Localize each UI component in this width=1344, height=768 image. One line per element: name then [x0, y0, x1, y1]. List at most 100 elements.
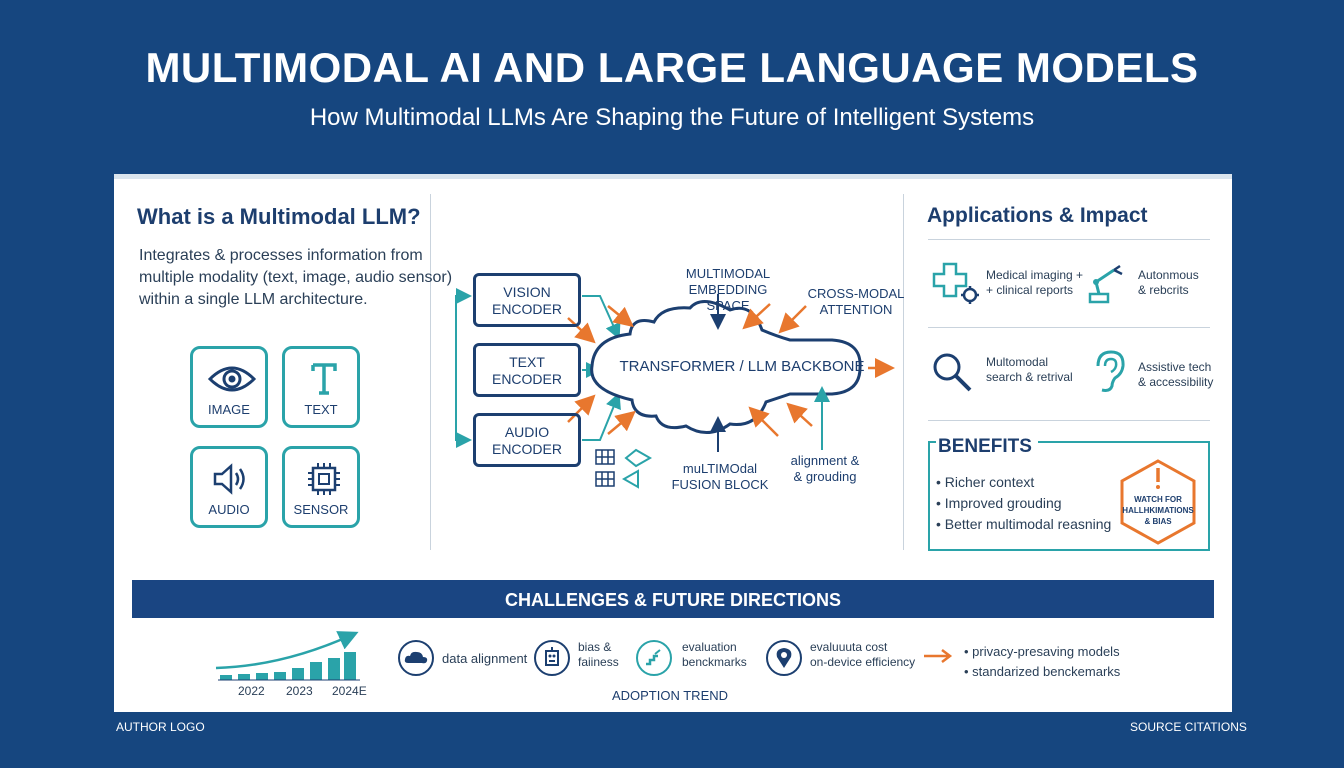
benefit-item-label: Richer context — [944, 474, 1035, 490]
divider-right — [903, 194, 904, 550]
text-encoder-line-2: ENCODER — [491, 371, 562, 387]
challenge-bias: bias & faiiness — [578, 640, 619, 670]
challenge-cost-line-1: evaluuuta cost — [810, 640, 888, 654]
definition-line-3: within a single LLM architecture. — [139, 291, 368, 308]
modality-image: IMAGE — [190, 346, 268, 428]
gauge-icon — [646, 649, 661, 666]
warning-line-2: HALLHKIMATIONS — [1122, 506, 1194, 515]
trend-caption: ADOPTION TREND — [611, 688, 729, 703]
benefit-item: • Better multimodal reasning — [936, 516, 1112, 532]
definition-line-2: multiple modality (text, image, audio se… — [139, 269, 453, 286]
divider-apps-3 — [928, 420, 1210, 421]
modality-text: TEXT — [282, 346, 360, 428]
definition-text: Integrates & processes information from … — [139, 245, 452, 311]
vision-encoder-box: VISION ENCODER — [473, 273, 581, 327]
trend-year-2022: 2022 — [238, 684, 265, 698]
modality-audio: AUDIO — [190, 446, 268, 528]
app-autonomous-text: Autonmous & rebcrits — [1138, 268, 1199, 298]
vision-encoder-line-2: ENCODER — [491, 301, 562, 317]
challenge-evaluation-line-2: benckmarks — [682, 655, 747, 669]
divider-left — [430, 194, 431, 550]
app-assistive-text: Assistive tech & accessibility — [1138, 360, 1213, 390]
adoption-trend-chart — [215, 631, 360, 681]
backbone-label: TRANSFORMER / LLM BACKBONE — [619, 358, 865, 375]
warning-line-1: WATCH FOR — [1134, 495, 1182, 504]
future-item-label: standarized benckemarks — [972, 664, 1121, 679]
modality-label-image: IMAGE — [208, 402, 250, 417]
robot-arm-icon — [1088, 264, 1123, 304]
challenge-data-alignment: data alignment — [442, 651, 527, 666]
text-encoder-line-1: TEXT — [509, 354, 545, 370]
input-bracket — [455, 295, 470, 441]
attention-line-2: ATTENTION — [819, 302, 893, 317]
vision-encoder-line-1: VISION — [503, 284, 551, 300]
vision-connector — [582, 295, 621, 340]
fusion-line-2: FUSION BLOCK — [671, 477, 769, 492]
benefit-item: • Improved grouding — [936, 495, 1062, 511]
text-t-icon — [311, 363, 337, 395]
future-item: • privacy-presaving models — [964, 644, 1120, 659]
modality-label-audio: AUDIO — [208, 502, 250, 517]
benefit-item: • Richer context — [936, 474, 1035, 490]
alignment-line-1: alignment & — [790, 453, 860, 468]
medical-cross-gear-icon — [932, 262, 979, 304]
audio-encoder-box: AUDIO ENCODER — [473, 413, 581, 467]
eye-icon — [207, 366, 257, 392]
modality-sensor: SENSOR — [282, 446, 360, 528]
app-autonomous-line-1: Autonmous — [1138, 268, 1199, 282]
what-is-heading: What is a Multimodal LLM? — [137, 204, 421, 229]
app-assistive-line-2: & accessibility — [1138, 375, 1214, 389]
challenge-icon-circle — [766, 640, 802, 676]
challenge-bias-line-1: bias & — [578, 640, 612, 654]
challenge-icon-circle — [398, 640, 434, 676]
future-arrow-icon — [924, 649, 953, 663]
attention-line-1: CROSS-MODAL — [807, 286, 905, 301]
warning-hexagon-icon — [1120, 459, 1196, 545]
app-autonomous-line-2: & rebcrits — [1138, 283, 1189, 297]
content-panel — [114, 174, 1232, 712]
modality-label-sensor: SENSOR — [293, 502, 349, 517]
benefits-box — [928, 441, 1210, 551]
warning-text: WATCH FOR HALLHKIMATIONS & BIAS — [1120, 494, 1196, 527]
audio-encoder-line-1: AUDIO — [504, 424, 550, 440]
app-medical-line-2: + clinical reports — [986, 283, 1074, 297]
ear-icon — [1096, 350, 1125, 392]
benefits-list: • Richer context • Improved grouding • B… — [936, 472, 1111, 535]
trend-year-2023: 2023 — [286, 684, 313, 698]
challenge-evaluation: evaluation benckmarks — [682, 640, 747, 670]
page-title: MULTIMODAL AI AND LARGE LANGUAGE MODELS — [145, 44, 1199, 91]
embedding-space-label: MULTIMODAL EMBEDDING SPACE — [668, 266, 788, 314]
challenge-bias-line-2: faiiness — [578, 655, 619, 669]
challenge-data-alignment-line-1: data alignment — [442, 651, 528, 666]
source-citations[interactable]: SOURCE CITATIONS — [1130, 720, 1247, 734]
audio-encoder-line-2: ENCODER — [491, 441, 562, 457]
alignment-line-2: & grouding — [793, 469, 857, 484]
grid-icon — [595, 449, 615, 487]
architecture-diagram — [455, 288, 895, 489]
future-item: • standarized benckemarks — [964, 664, 1121, 679]
chip-icon — [308, 463, 340, 495]
challenge-icon-circle — [636, 640, 672, 676]
app-assistive-line-1: Assistive tech — [1138, 360, 1212, 374]
challenges-banner: CHALLENGES & FUTURE DIRECTIONS — [132, 580, 1214, 618]
divider-apps-1 — [928, 239, 1210, 240]
location-pin-icon — [776, 648, 792, 668]
warning-line-3: & BIAS — [1144, 517, 1172, 526]
future-item-label: privacy-presaving models — [972, 644, 1120, 659]
robot-face-icon — [545, 647, 559, 666]
benefit-item-label: Improved grouding — [944, 495, 1062, 511]
audio-connector — [582, 392, 621, 441]
text-encoder-box: TEXT ENCODER — [473, 343, 581, 397]
cross-modal-attention-label: CROSS-MODAL ATTENTION — [806, 286, 906, 318]
applications-heading: Applications & Impact — [927, 204, 1148, 227]
app-medical-line-1: Medical imaging + — [986, 268, 1084, 282]
modality-label-text: TEXT — [304, 402, 338, 417]
embedding-line-1: MULTIMODAL — [685, 266, 771, 281]
backbone-shape — [590, 300, 862, 434]
page-subtitle: How Multimodal LLMs Are Shaping the Futu… — [309, 104, 1035, 131]
cloud-icon — [404, 651, 428, 664]
embedding-line-2: EMBEDDING SPACE — [688, 282, 768, 313]
challenge-icon-circle — [534, 640, 570, 676]
app-search-text: Multomodal search & retrival — [986, 355, 1073, 385]
alignment-label: alignment & & grouding — [780, 453, 870, 485]
